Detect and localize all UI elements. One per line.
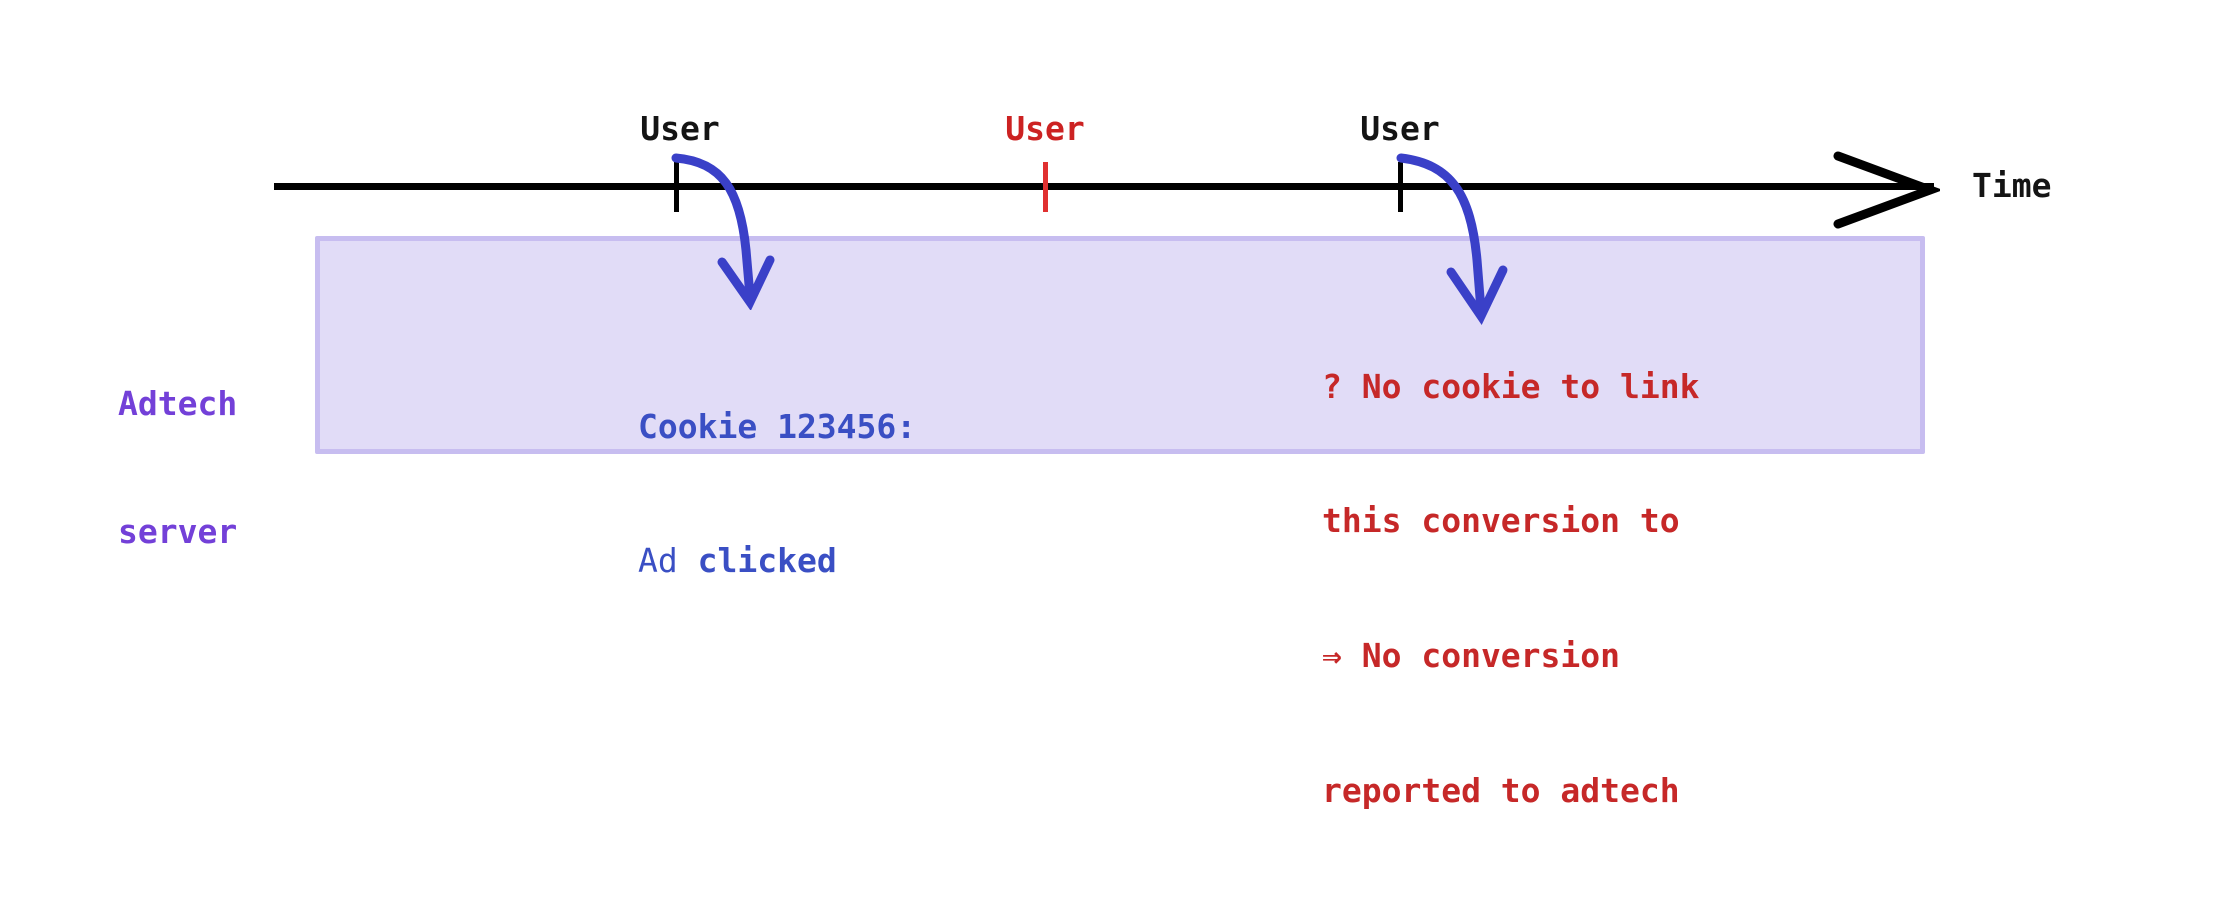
- lane-label-adtech-server: Adtech server: [118, 297, 308, 640]
- event-label-line1: User: [1005, 109, 1085, 149]
- note-cookie-line1: Cookie 123456:: [638, 406, 917, 446]
- timeline-axis-label: Time: [1972, 166, 2052, 205]
- timeline-axis-line: [274, 183, 1934, 190]
- event-label-line1: User: [640, 109, 720, 149]
- lane-label-line2: server: [118, 512, 238, 552]
- note-no-conversion-reported: ? No cookie to link this conversion to ⇒…: [1322, 275, 1700, 903]
- diagram-canvas: User clicks an ad User clears data User …: [118, 109, 2052, 809]
- note-failure-line2: this conversion to: [1322, 501, 1680, 541]
- timeline-tick-user-clears-data: [1043, 162, 1048, 212]
- timeline-arrowhead-icon: [1833, 151, 1940, 229]
- timeline-tick-user-clicks-ad: [674, 162, 679, 212]
- note-cookie-line2: Ad clicked: [638, 539, 916, 584]
- note-failure-line4: reported to adtech: [1322, 770, 1680, 810]
- note-cookie-line2-plain: Ad: [638, 541, 698, 581]
- note-cookie-ad-clicked: Cookie 123456: Ad clicked: [638, 315, 916, 674]
- event-label-line1: User: [1360, 109, 1440, 149]
- timeline-tick-user-converts: [1398, 162, 1403, 212]
- adtech-server-lane-box: [315, 236, 1925, 454]
- note-failure-line1: ? No cookie to link: [1322, 366, 1700, 406]
- note-cookie-line2-bold: clicked: [697, 541, 837, 581]
- lane-label-line1: Adtech: [118, 383, 238, 423]
- note-failure-line3: ⇒ No conversion: [1322, 636, 1621, 675]
